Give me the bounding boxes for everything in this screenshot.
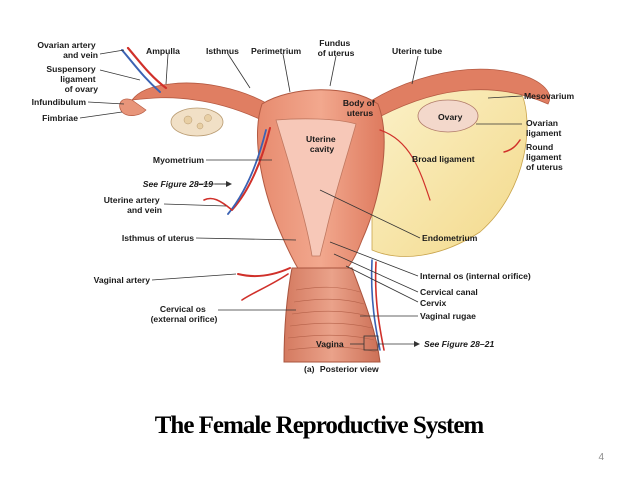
label-uterine-artery-and-vein: Uterine artery and vein [104, 195, 162, 215]
label-cervical-canal: Cervical canal [420, 287, 478, 297]
label-body-of-uterus: Body of uterus [343, 98, 377, 118]
label-endometrium: Endometrium [422, 233, 478, 243]
label-fimbriae: Fimbriae [42, 113, 78, 123]
vagina-shape [283, 267, 381, 363]
label-cervix: Cervix [420, 298, 446, 308]
anatomy-figure: Ovarian artery and vein Ampulla Isthmus … [32, 38, 575, 374]
label-cervical-os: Cervical os (external orifice) [151, 304, 218, 324]
label-see-figure-28-19: See Figure 28–19 [143, 179, 213, 189]
figure-labels: Ovarian artery and vein Ampulla Isthmus … [32, 38, 575, 374]
label-vagina: Vagina [316, 339, 344, 349]
label-see-figure-28-21: See Figure 28–21 [424, 339, 494, 349]
slide-title: The Female Reproductive System [154, 412, 485, 439]
label-myometrium: Myometrium [153, 155, 204, 165]
label-suspensory-ligament: Suspensory ligament of ovary [46, 64, 98, 94]
label-ovarian-artery-and-vein: Ovarian artery and vein [37, 40, 98, 60]
label-perimetrium: Perimetrium [251, 46, 302, 56]
label-fundus-of-uterus: Fundus of uterus [318, 38, 355, 58]
label-mesovarium: Mesovarium [524, 91, 575, 101]
label-isthmus-of-uterus: Isthmus of uterus [122, 233, 194, 243]
label-broad-ligament: Broad ligament [412, 154, 475, 164]
label-infundibulum: Infundibulum [32, 97, 87, 107]
label-vaginal-rugae: Vaginal rugae [420, 311, 476, 321]
leader-lines [79, 49, 523, 351]
fimbriae-shape [119, 98, 147, 116]
label-uterine-cavity: Uterine cavity [306, 134, 338, 154]
ovary-left-shape [170, 107, 224, 137]
label-ampulla: Ampulla [146, 46, 180, 56]
ovary-right-shape [417, 99, 479, 133]
figure-caption: (a) Posterior view [304, 364, 379, 374]
label-internal-os: Internal os (internal orifice) [420, 271, 531, 281]
label-uterine-tube: Uterine tube [392, 46, 442, 56]
label-ovary: Ovary [438, 112, 463, 122]
page-number: 4 [598, 452, 604, 463]
label-isthmus: Isthmus [206, 46, 239, 56]
label-vaginal-artery: Vaginal artery [94, 275, 151, 285]
label-ovarian-ligament: Ovarian ligament [526, 118, 561, 138]
uterine-tube-right [359, 68, 550, 123]
uterine-cavity-shape [275, 118, 357, 257]
label-round-ligament: Round ligament of uterus [526, 142, 564, 172]
